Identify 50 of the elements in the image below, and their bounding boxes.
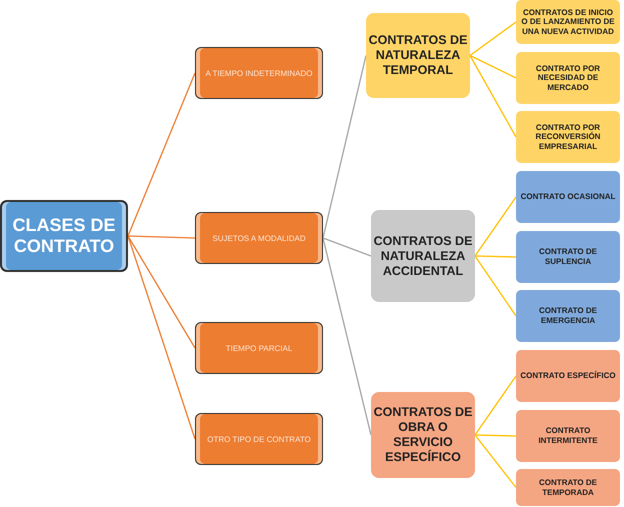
node-label: CONTRATOS DE NATURALEZA ACCIDENTAL (372, 234, 474, 278)
node-label: CONTRATO POR NECESIDAD DE MERCADO (534, 64, 602, 92)
category-box (195, 47, 323, 99)
group-box (366, 13, 470, 98)
category-box (195, 413, 323, 465)
node-label: CONTRATOS DE NATURALEZA TEMPORAL (368, 33, 468, 78)
node-label: CONTRATO DE EMERGENCIA (538, 306, 598, 326)
connector-line (322, 55, 367, 238)
connector-line (127, 236, 196, 348)
category-box (195, 212, 323, 264)
connector-line (127, 72, 196, 236)
leaf-box (516, 231, 620, 283)
connector-line (474, 434, 516, 437)
group-box (371, 392, 475, 478)
connector-line (469, 55, 517, 138)
connector-line (474, 255, 516, 258)
node-label: CONTRATO ESPECÍFICO (520, 371, 616, 381)
connector-line (322, 238, 372, 436)
root-box (0, 200, 128, 272)
node-label: CONTRATO INTERMITENTE (537, 426, 599, 446)
leaf-box (516, 111, 620, 163)
connector-line (474, 256, 517, 316)
connector-line (322, 237, 372, 257)
node-label: CONTRATO DE TEMPORADA (538, 478, 598, 498)
leaf-box (516, 410, 620, 462)
connector-line (474, 434, 517, 488)
leaf-box (516, 290, 620, 342)
group-box (371, 210, 475, 302)
node-label: CONTRATOS DE INICIO O DE LANZAMIENTO DE UNA NUEVA ACTIVIDAD (520, 8, 616, 36)
leaf-box (516, 469, 620, 506)
node-label: CONTRATO OCASIONAL (520, 192, 616, 202)
leaf-box (516, 52, 620, 104)
connector-line (128, 235, 196, 239)
leaf-box (516, 0, 620, 44)
node-label: CONTRATO DE SUPLENCIA (538, 247, 598, 267)
node-label: CONTRATOS DE OBRA O SERVICIO ESPECÍFICO (372, 405, 474, 465)
connector-line (474, 196, 517, 256)
node-label: CLASES DE CONTRATO (11, 215, 117, 257)
connector-line (474, 376, 517, 436)
connector-line (470, 54, 516, 79)
leaf-box (516, 350, 620, 402)
leaf-box (516, 171, 620, 223)
node-label: CONTRATO POR RECONVERSIÓN EMPRESARIAL (534, 122, 602, 152)
connector-line (127, 236, 196, 440)
node-label: SUJETOS A MODALIDAD (212, 234, 306, 242)
category-box (195, 322, 323, 374)
node-label: OTRO TIPO DE CONTRATO (207, 434, 311, 444)
node-label: TIEMPO PARCIAL (226, 344, 292, 352)
connector-line (470, 21, 516, 56)
node-label: A TIEMPO INDETERMINADO (206, 68, 312, 78)
